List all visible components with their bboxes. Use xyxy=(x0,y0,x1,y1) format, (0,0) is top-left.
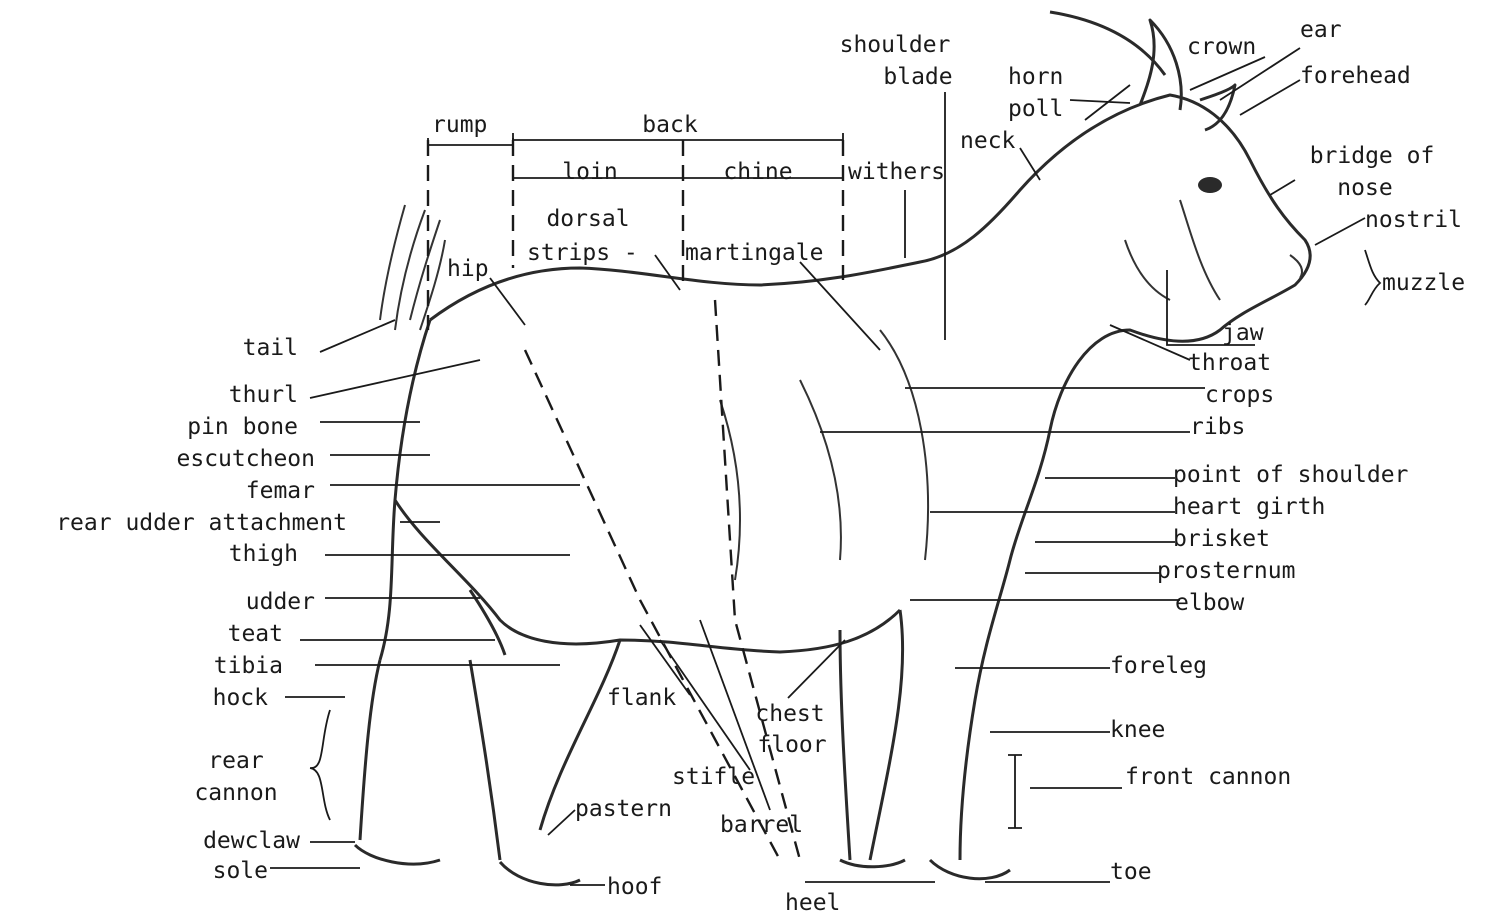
label-hock: hock xyxy=(213,685,268,711)
label-foreleg: foreleg xyxy=(1110,653,1207,679)
label-neck: neck xyxy=(960,128,1015,154)
label-sole: sole xyxy=(213,858,268,884)
label-back: back xyxy=(642,112,697,138)
label-elbow: elbow xyxy=(1175,590,1244,616)
label-teat: teat xyxy=(228,621,283,647)
label-thurl: thurl xyxy=(229,382,298,408)
label-poll: poll xyxy=(1008,96,1063,122)
label-shoulder-blade-line2: blade xyxy=(883,64,952,90)
label-thigh: thigh xyxy=(229,541,298,567)
label-withers: withers xyxy=(848,159,945,185)
label-rump: rump xyxy=(432,112,487,138)
label-pin-bone: pin bone xyxy=(187,414,298,440)
label-martingale: martingale xyxy=(685,240,823,266)
label-point-of-shoulder: point of shoulder xyxy=(1173,462,1408,488)
label-rear-cannon-line1: rear xyxy=(208,748,263,774)
label-hoof: hoof xyxy=(607,874,662,900)
label-udder: udder xyxy=(246,589,315,615)
label-chest-floor-line2: floor xyxy=(757,732,826,758)
label-knee: knee xyxy=(1110,717,1165,743)
goat-head-detail xyxy=(1050,12,1302,300)
goat-tail xyxy=(380,205,445,330)
label-ear: ear xyxy=(1300,17,1342,43)
label-tail: tail xyxy=(243,335,298,361)
label-femar: femar xyxy=(246,478,315,504)
label-heart-girth: heart girth xyxy=(1173,494,1325,520)
label-barrel: barrel xyxy=(720,812,803,838)
label-crops: crops xyxy=(1205,382,1274,408)
label-toe: toe xyxy=(1110,859,1152,885)
label-dorsal-strips-line1: dorsal xyxy=(546,206,629,232)
label-rear-udder-attachment: rear udder attachment xyxy=(56,510,347,536)
label-brisket: brisket xyxy=(1173,526,1270,552)
label-jaw: jaw xyxy=(1222,320,1264,346)
label-nostril: nostril xyxy=(1365,207,1462,233)
label-chine: chine xyxy=(723,159,792,185)
label-escutcheon: escutcheon xyxy=(177,446,315,472)
label-shoulder-blade-line1: shoulder xyxy=(840,32,951,58)
label-flank: flank xyxy=(607,685,676,711)
label-dorsal-strips-line2: strips - xyxy=(527,240,638,266)
label-heel: heel xyxy=(785,890,840,916)
label-forehead: forehead xyxy=(1300,63,1411,89)
label-stifle: stifle xyxy=(672,764,755,790)
label-ribs: ribs xyxy=(1190,414,1245,440)
label-front-cannon: front cannon xyxy=(1125,764,1291,790)
label-crown: crown xyxy=(1187,34,1256,60)
label-tibia: tibia xyxy=(214,653,283,679)
label-muzzle: muzzle xyxy=(1382,270,1465,296)
label-dewclaw: dewclaw xyxy=(203,828,300,854)
label-pastern: pastern xyxy=(575,796,672,822)
label-horn: horn xyxy=(1008,64,1063,90)
label-bridge-of-nose-line1: bridge of xyxy=(1310,143,1435,169)
label-loin: loin xyxy=(562,159,617,185)
label-throat: throat xyxy=(1188,350,1271,376)
label-rear-cannon-line2: cannon xyxy=(194,780,277,806)
label-hip: hip xyxy=(447,256,489,282)
label-bridge-of-nose-line2: nose xyxy=(1337,175,1392,201)
label-chest-floor-line1: chest xyxy=(755,701,824,727)
label-prosternum: prosternum xyxy=(1157,558,1295,584)
